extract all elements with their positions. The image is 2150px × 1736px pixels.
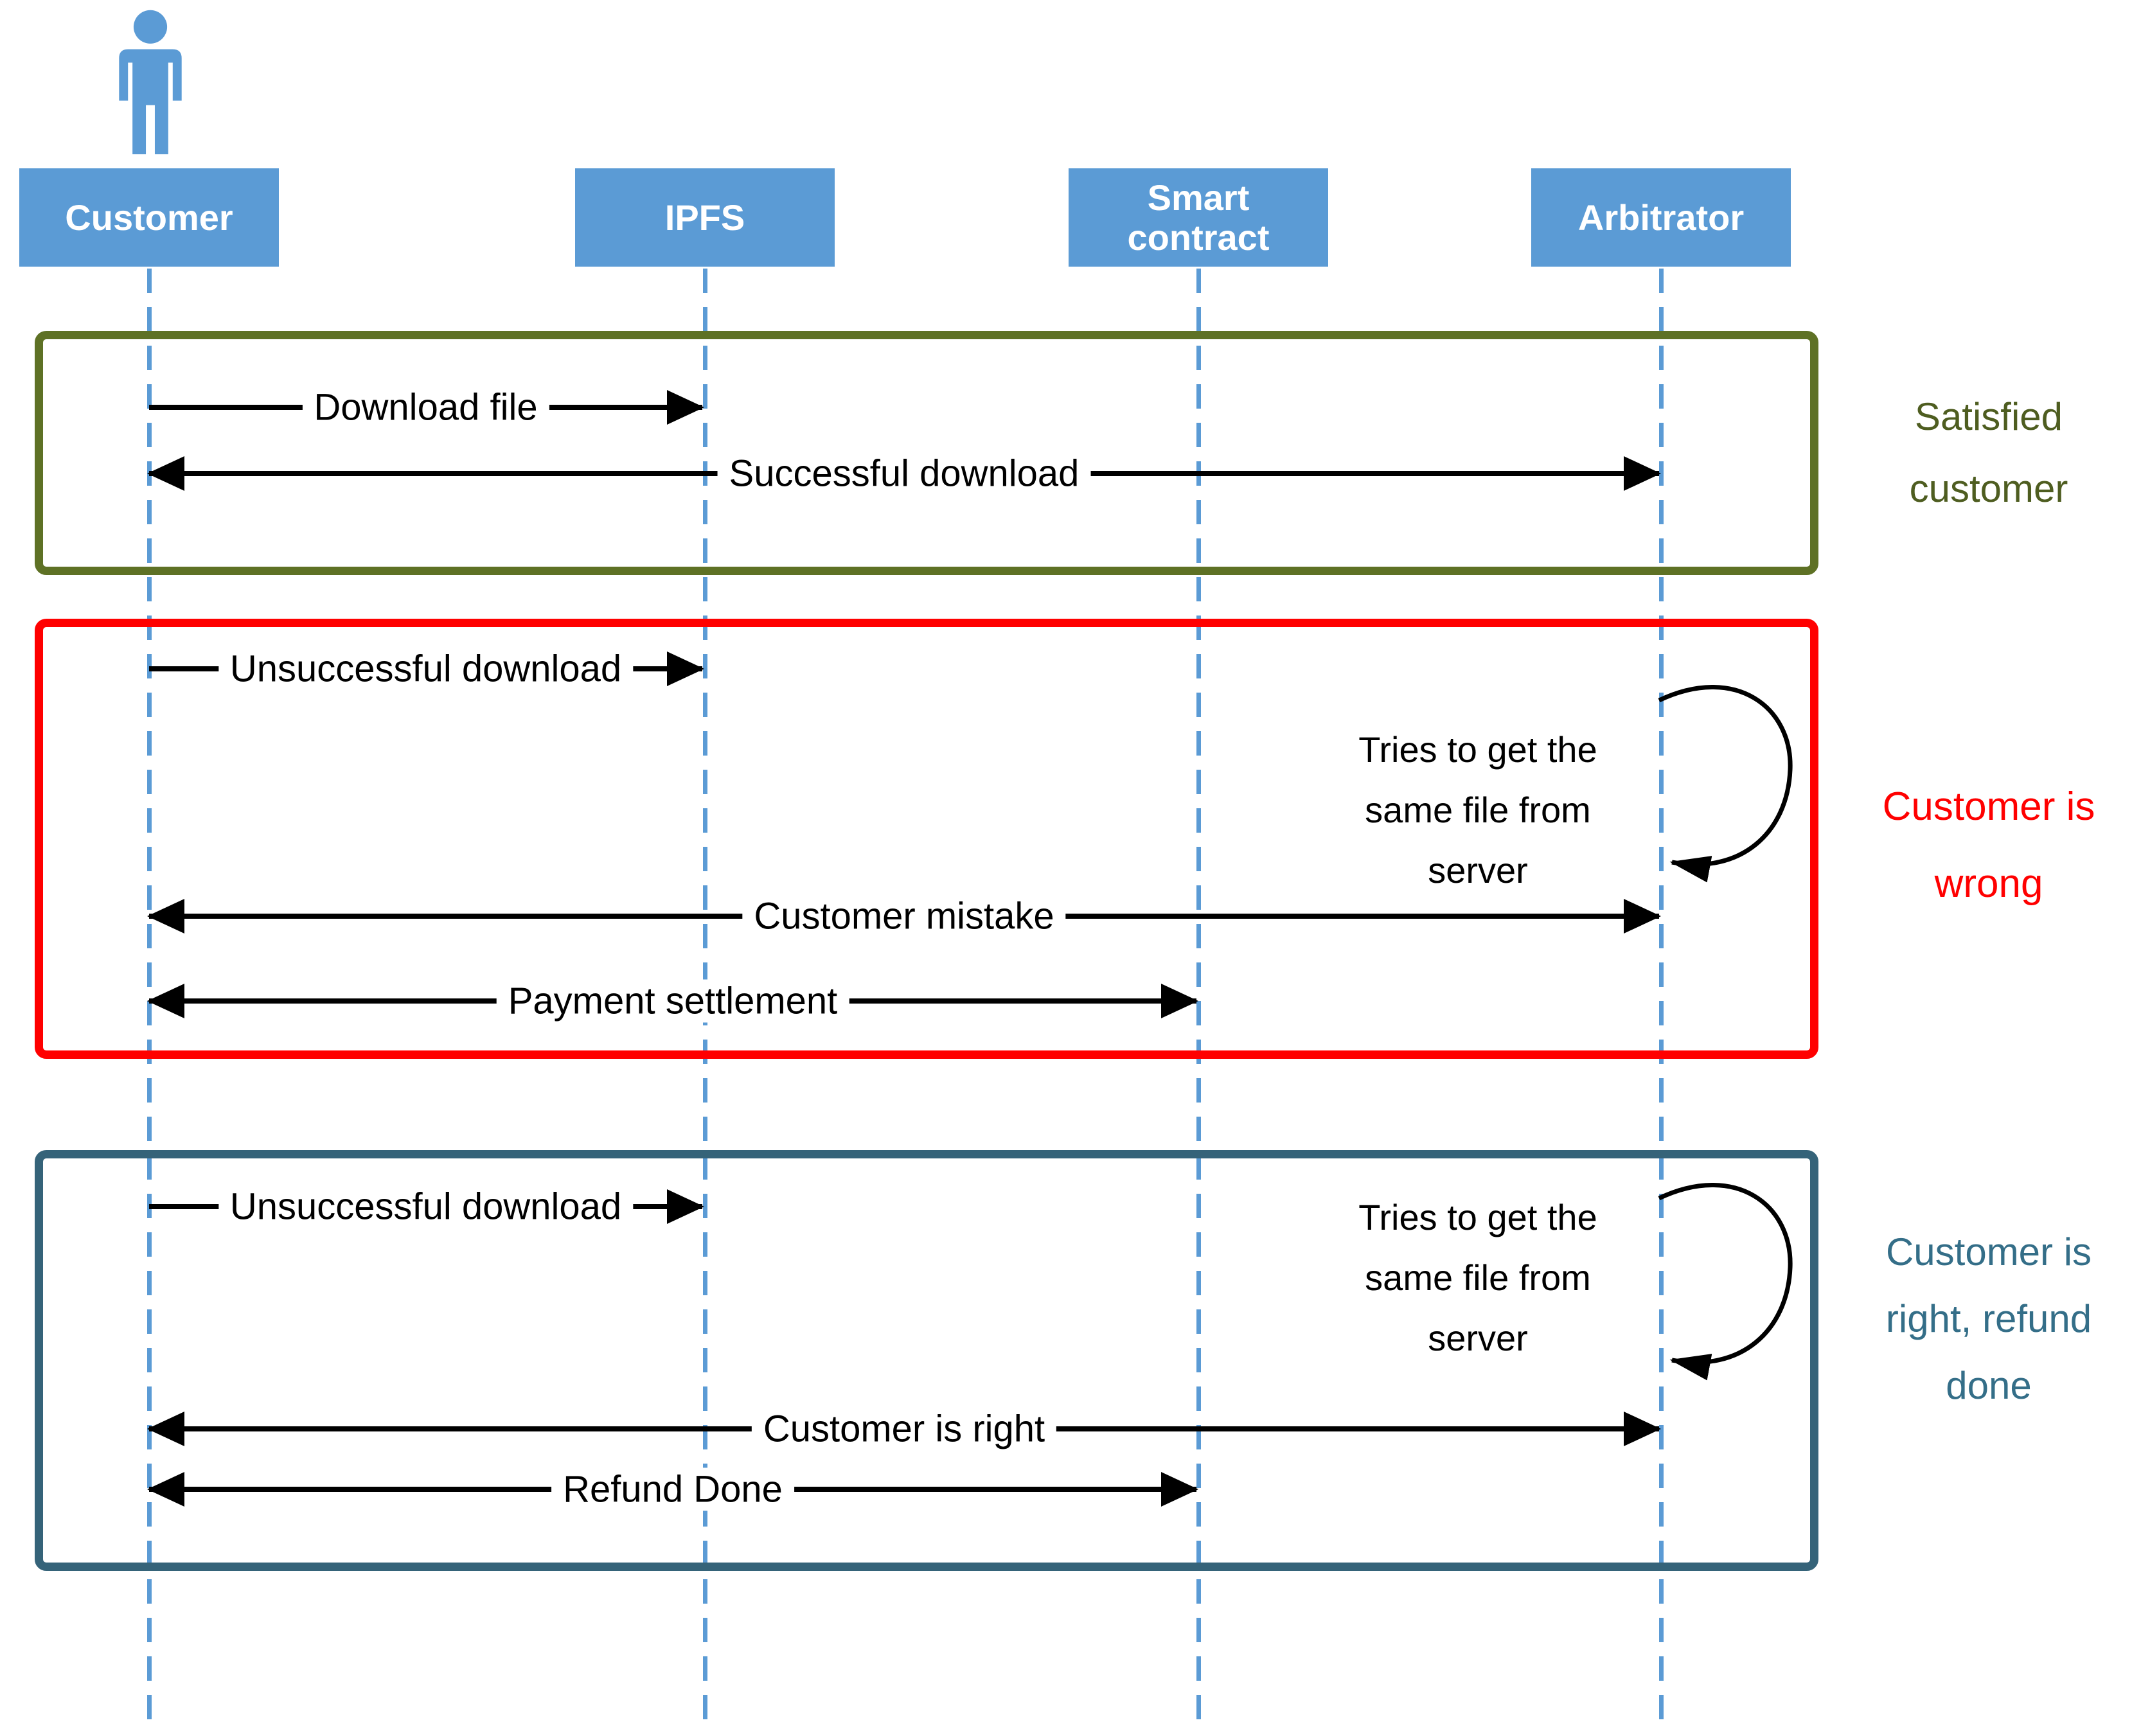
arrowhead-right-icon <box>667 390 704 425</box>
arrowhead-right-icon <box>1161 1472 1198 1507</box>
arrowhead-right-icon <box>1624 1412 1661 1446</box>
arrowhead-left-icon <box>147 984 184 1018</box>
message-unsuccessful-download-2-label: Unsuccessful download <box>218 1185 634 1228</box>
message-refund-done-label: Refund Done <box>551 1467 794 1511</box>
actor-smart-contract-label: Smart contract <box>1127 177 1270 258</box>
message-download-file-label: Download file <box>302 385 549 429</box>
actor-ipfs: IPFS <box>575 168 835 267</box>
arrowhead-right-icon <box>1624 899 1661 934</box>
self-loop-arrow <box>1658 684 1793 883</box>
lifeline-smart-contract <box>1196 269 1201 1727</box>
message-customer-is-right: Customer is right <box>147 1407 1661 1451</box>
message-unsuccessful-download-1-label: Unsuccessful download <box>218 647 634 691</box>
arrowhead-right-icon <box>667 651 704 686</box>
caption-customer-is-right: Customer is right, refund done <box>1885 1230 2092 1407</box>
message-unsuccessful-download-1: Unsuccessful download <box>149 647 704 691</box>
message-successful-download-label: Successful download <box>717 452 1091 495</box>
caption-satisfied-customer: Satisfied customer <box>1909 395 2068 510</box>
self-loop-note: Tries to get the same file from server <box>1358 729 1597 890</box>
arrowhead-right-icon <box>667 1189 704 1224</box>
message-payment-settlement-label: Payment settlement <box>496 979 849 1023</box>
caption-customer-is-wrong: Customer is wrong <box>1882 784 2095 906</box>
actor-arbitrator-label: Arbitrator <box>1577 197 1745 238</box>
actor-ipfs-label: IPFS <box>664 197 745 238</box>
actor-customer: Customer <box>19 168 279 267</box>
actor-smart-contract: Smart contract <box>1069 168 1328 267</box>
self-loop-note: Tries to get the same file from server <box>1358 1197 1597 1358</box>
message-customer-mistake-label: Customer mistake <box>742 894 1066 938</box>
message-successful-download: Successful download <box>147 452 1661 495</box>
self-loop-arrow <box>1658 1182 1793 1381</box>
message-customer-is-right-label: Customer is right <box>751 1407 1057 1451</box>
message-payment-settlement: Payment settlement <box>147 979 1198 1023</box>
scenario-customer-right-frame <box>35 1150 1818 1571</box>
arrowhead-left-icon <box>147 1412 184 1446</box>
person-icon <box>119 10 182 155</box>
message-download-file: Download file <box>149 385 704 429</box>
message-refund-done: Refund Done <box>147 1467 1198 1511</box>
message-unsuccessful-download-2: Unsuccessful download <box>149 1185 704 1228</box>
scenario-customer-wrong-frame <box>35 619 1818 1059</box>
message-customer-mistake: Customer mistake <box>147 894 1661 938</box>
arrowhead-left-icon <box>147 899 184 934</box>
actor-customer-label: Customer <box>65 197 233 238</box>
scenario-satisfied-customer-frame <box>35 331 1818 575</box>
arrowhead-left-icon <box>147 456 184 491</box>
lifeline-arbitrator <box>1659 269 1664 1727</box>
arrowhead-left-icon <box>147 1472 184 1507</box>
arrowhead-right-icon <box>1624 456 1661 491</box>
arrowhead-right-icon <box>1161 984 1198 1018</box>
actor-arbitrator: Arbitrator <box>1531 168 1791 267</box>
